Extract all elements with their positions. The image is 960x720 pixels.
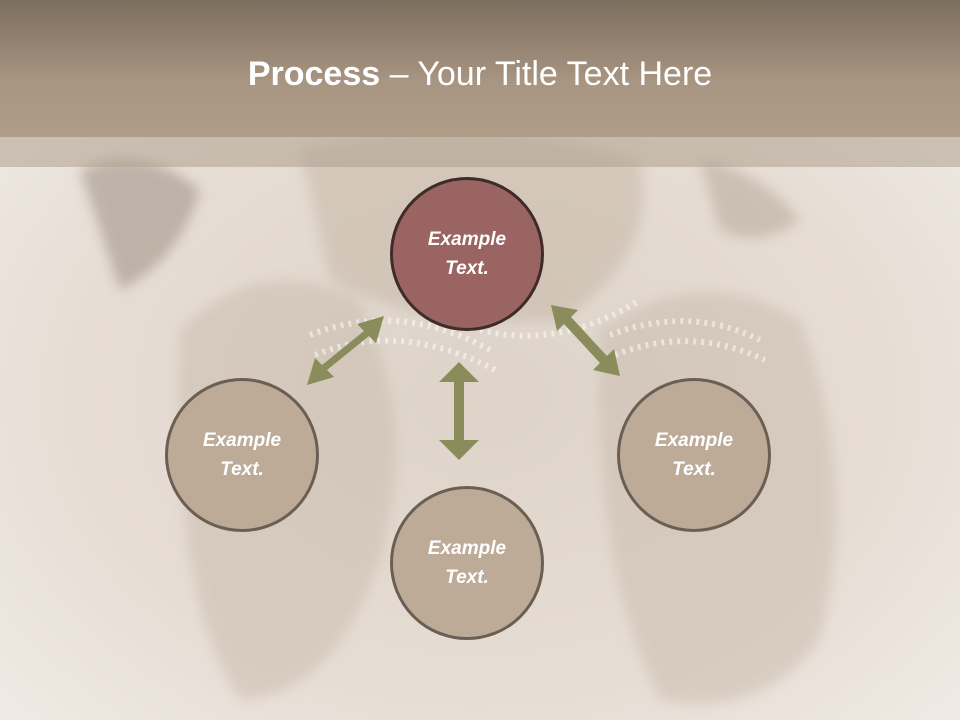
slide-title: Process – Your Title Text Here — [0, 52, 960, 96]
slide-title-rest: – Your Title Text Here — [380, 55, 713, 93]
title-bar — [0, 0, 960, 137]
node-bottom-label: Example Text. — [427, 538, 507, 588]
process-node-bottom: Example Text. — [390, 486, 544, 640]
node-center-label: Example Text. — [427, 229, 507, 279]
node-right-label: Example Text. — [654, 430, 734, 480]
process-node-center: Example Text. — [390, 177, 544, 331]
process-node-left: Example Text. — [165, 378, 319, 532]
process-node-right: Example Text. — [617, 378, 771, 532]
node-left-label: Example Text. — [202, 430, 282, 480]
title-bar-strip — [0, 137, 960, 167]
slide-title-bold: Process — [247, 55, 381, 93]
